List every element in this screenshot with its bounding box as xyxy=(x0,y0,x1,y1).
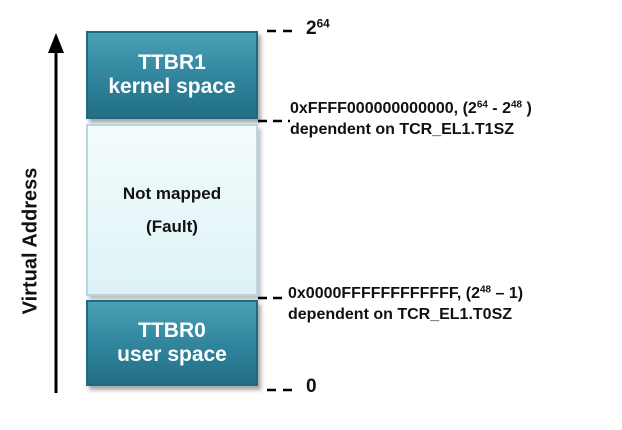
lower-boundary-note: dependent on TCR_EL1.T0SZ xyxy=(288,306,513,323)
axis-arrowhead xyxy=(48,33,64,53)
region-subtitle: (Fault) xyxy=(146,217,198,236)
upper-boundary-address-line: 0xFFFF000000000000, (264 - 248 ) xyxy=(290,99,532,117)
bottom-address-label: 0 xyxy=(306,376,317,397)
region-subtitle: kernel space xyxy=(108,75,236,98)
region-title: TTBR1 xyxy=(138,51,206,74)
axis-label: Virtual Address xyxy=(19,167,42,315)
upper-boundary-note: dependent on TCR_EL1.T1SZ xyxy=(290,121,515,138)
ttbr1-kernel-space-block: TTBR1 kernel space xyxy=(86,31,258,119)
lower-boundary-annotation: 0x0000FFFFFFFFFFFF, (248 – 1) dependent … xyxy=(288,283,523,325)
region-title: TTBR0 xyxy=(138,319,206,342)
not-mapped-block: Not mapped (Fault) xyxy=(86,124,258,296)
region-title: Not mapped xyxy=(122,184,222,203)
ttbr0-user-space-block: TTBR0 user space xyxy=(86,300,258,386)
top-address-label: 264 xyxy=(306,17,330,39)
upper-boundary-annotation: 0xFFFF000000000000, (264 - 248 ) depende… xyxy=(290,98,532,140)
lower-boundary-address-line: 0x0000FFFFFFFFFFFF, (248 – 1) xyxy=(288,284,524,302)
region-subtitle: user space xyxy=(117,343,227,366)
